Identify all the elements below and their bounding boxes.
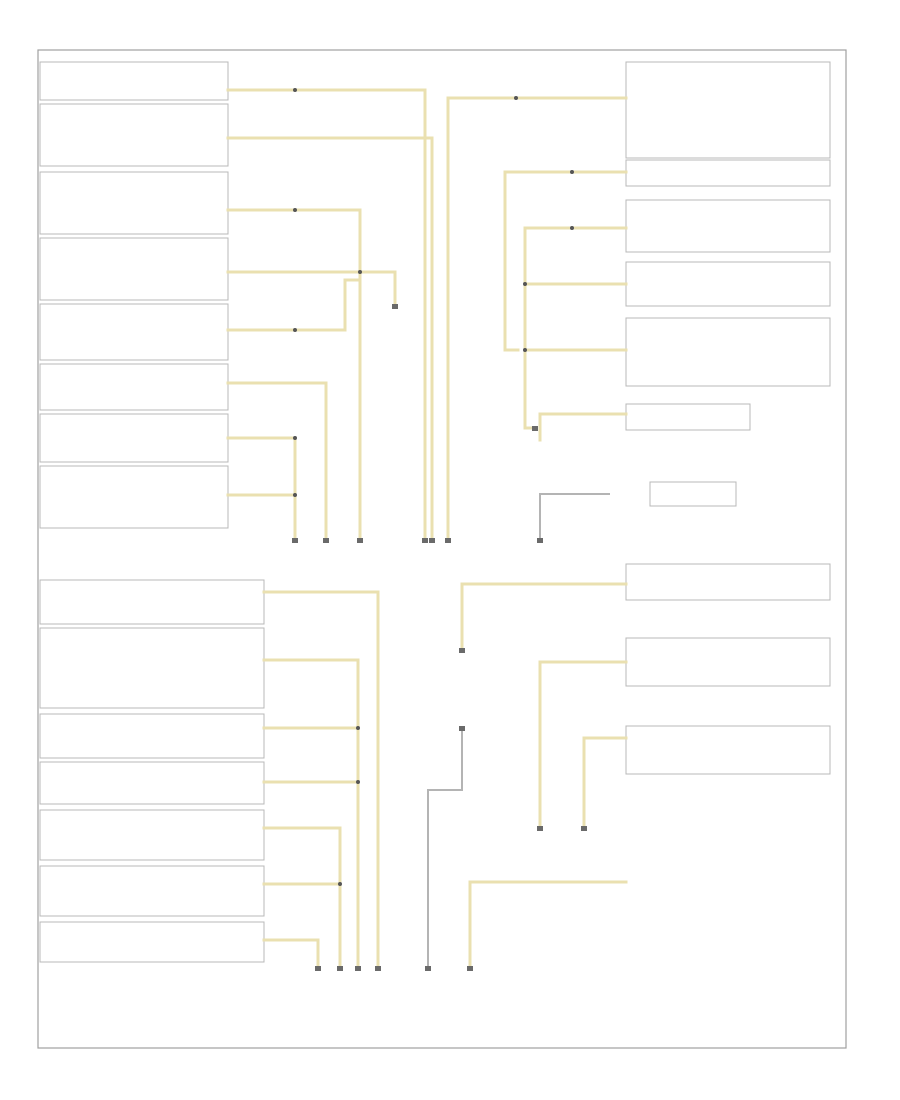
- component-box-c16: [39, 579, 265, 625]
- splice-dot: [338, 882, 342, 886]
- ground-terminals: [292, 304, 587, 971]
- component-box-c24: [625, 637, 831, 687]
- wire: [262, 590, 380, 970]
- wire: [262, 658, 360, 970]
- wire: [226, 270, 397, 307]
- splice-dot: [523, 348, 527, 352]
- ground-terminal: [445, 538, 451, 543]
- ground-terminal: [323, 538, 329, 543]
- splice-dot: [523, 282, 527, 286]
- wire: [226, 136, 434, 542]
- ground-terminal: [357, 538, 363, 543]
- component-box-c5: [39, 303, 229, 361]
- component-box-c9: [625, 61, 831, 159]
- splice-dot: [293, 88, 297, 92]
- splice-dot: [293, 328, 297, 332]
- component-box-c13: [625, 317, 831, 387]
- ground-terminal: [537, 826, 543, 831]
- component-box-c23: [625, 563, 831, 601]
- component-box-c3: [39, 171, 229, 235]
- component-box-c14: [625, 403, 751, 431]
- wire: [446, 96, 628, 542]
- ground-terminal: [292, 538, 298, 543]
- ground-terminal: [467, 966, 473, 971]
- splice-dot: [293, 436, 297, 440]
- component-box-c1: [39, 61, 229, 101]
- splice-dots: [293, 88, 574, 886]
- ground-wire: [539, 493, 610, 540]
- component-box-c8: [39, 465, 229, 529]
- ground-terminal: [392, 304, 398, 309]
- ground-terminal: [532, 426, 538, 431]
- component-box-c21: [39, 865, 265, 917]
- component-box-c22: [39, 921, 265, 963]
- splice-dot: [570, 170, 574, 174]
- ground-terminal: [459, 726, 465, 731]
- wire: [226, 278, 362, 332]
- component-box-c4: [39, 237, 229, 301]
- splice-dot: [514, 96, 518, 100]
- component-box-c6: [39, 363, 229, 411]
- wire: [523, 226, 628, 430]
- splice-dot: [293, 493, 297, 497]
- ground-terminal: [459, 648, 465, 653]
- splice-dot: [570, 226, 574, 230]
- splice-dot: [356, 780, 360, 784]
- wire: [503, 170, 628, 352]
- ground-terminal: [581, 826, 587, 831]
- ground-terminal: [429, 538, 435, 543]
- component-box-c11: [625, 199, 831, 253]
- component-box-c2: [39, 103, 229, 167]
- ground-terminal: [425, 966, 431, 971]
- wire: [538, 412, 628, 442]
- splice-dot: [356, 726, 360, 730]
- ground-terminal: [422, 538, 428, 543]
- wire: [468, 880, 628, 970]
- wire: [582, 736, 628, 830]
- wire: [262, 938, 320, 970]
- component-box-c17: [39, 627, 265, 709]
- wire: [226, 381, 328, 542]
- component-box-c18: [39, 713, 265, 759]
- component-box-c25: [625, 725, 831, 775]
- ground-wire: [427, 728, 463, 968]
- component-box-c10: [625, 159, 831, 187]
- ground-terminal: [355, 966, 361, 971]
- ground-terminal: [337, 966, 343, 971]
- component-box-c7: [39, 413, 229, 463]
- connector-blocks: [39, 61, 831, 963]
- ground-terminal: [315, 966, 321, 971]
- wire: [460, 582, 628, 652]
- component-box-c20: [39, 809, 265, 861]
- component-box-c15: [649, 481, 737, 507]
- wire: [226, 208, 362, 542]
- ground-terminal: [375, 966, 381, 971]
- splice-dot: [358, 270, 362, 274]
- ground-terminal: [537, 538, 543, 543]
- wire: [262, 826, 342, 970]
- wire: [538, 660, 628, 830]
- component-box-c19: [39, 761, 265, 805]
- splice-dot: [293, 208, 297, 212]
- component-box-c12: [625, 261, 831, 307]
